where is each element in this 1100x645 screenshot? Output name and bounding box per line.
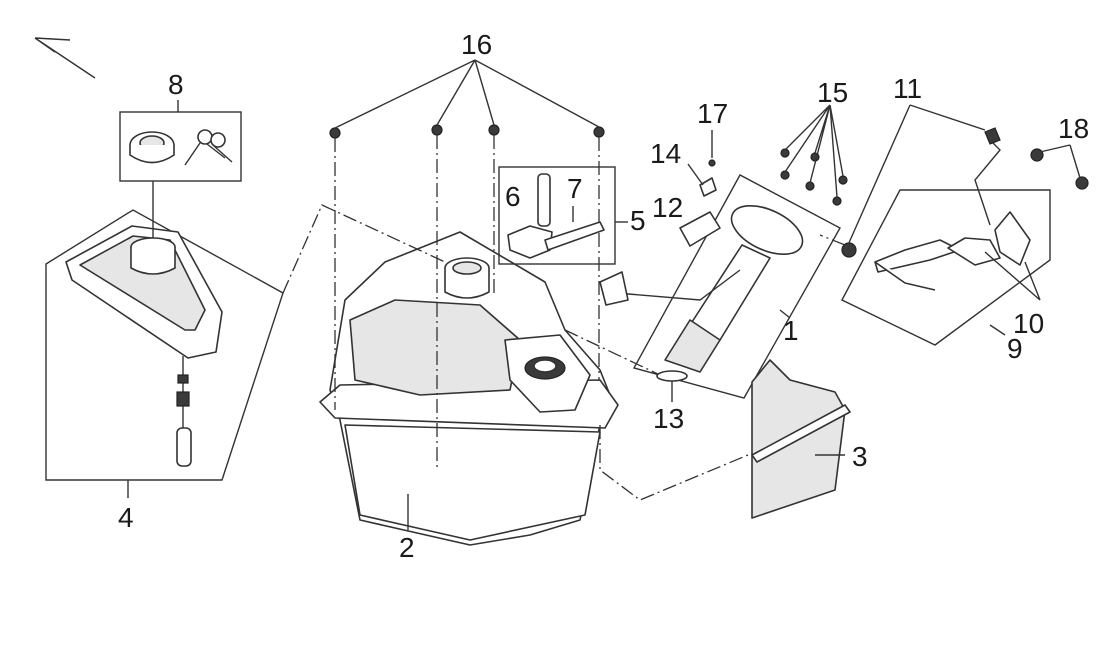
hose-section-b [994,211,1031,266]
callout-14: 14 [650,138,681,169]
tank-lower [344,424,601,541]
part-3-heat-shield [751,359,851,519]
callout-18: 18 [1058,113,1089,144]
part-5-box [498,166,616,265]
pump-mount-inner [533,359,557,373]
callout-13: 13 [653,403,684,434]
bolt-2 [431,124,443,136]
direction-arrow-icon [34,37,96,79]
part-13-gasket [656,370,688,382]
part-18-clamp-a [1030,148,1044,162]
tank-filler-opening [452,261,482,275]
pump-flange [730,204,804,256]
part-11-clip [984,127,1001,145]
screw-15f [832,196,842,206]
tank-filler-side [444,268,490,299]
reservoir-hose [176,427,192,467]
part-8-cap-and-keys [119,100,242,182]
part-16-bolts [329,59,605,470]
screw-15e [805,181,815,191]
part-9-outline [841,189,1051,346]
callout-labels: 16 8 4 2 6 7 5 14 12 17 15 11 18 1 10 9 … [118,29,1089,563]
callout-9: 9 [1007,333,1023,364]
part-2-fuel-tank [319,231,619,546]
part-9-hose-assembly [841,104,1089,346]
screw-15a [780,148,790,158]
pump-filter [664,319,721,373]
callout-15: 15 [817,77,848,108]
hose-section-a [874,239,961,273]
hose-clamp-a [947,237,1001,266]
part-15-screws [780,104,848,206]
callout-2: 2 [399,532,415,563]
bolt-3 [488,124,500,136]
part-4-reservoir-assembly [45,181,284,498]
callout-8: 8 [168,69,184,100]
o-ring [841,242,857,258]
callout-3: 3 [852,441,868,472]
part-14-clip [699,177,717,197]
reservoir-fitting [176,391,190,407]
breather-pipe [537,173,551,227]
part-18-clamp-b [1075,176,1089,190]
callout-5: 5 [630,205,646,236]
callout-17: 17 [697,98,728,129]
bolt-4 [593,126,605,138]
screw-15d [838,175,848,185]
pump-body [689,244,771,341]
callout-7: 7 [567,173,583,204]
part-1-fuel-pump [599,130,857,402]
callout-10: 10 [1013,308,1044,339]
callout-12: 12 [652,192,683,223]
fuel-gauge-float [599,271,629,306]
callout-16: 16 [461,29,492,60]
reservoir-neck-side [130,247,176,275]
keys-icon [184,129,233,166]
part-1-outline [632,174,841,399]
callout-11: 11 [893,73,922,104]
callout-6: 6 [505,181,521,212]
callout-1: 1 [783,315,799,346]
part-7-bracket [544,221,605,251]
shield-rail [751,404,851,463]
part-17-screw [708,159,716,167]
part-4-outline [45,209,284,481]
callout-4: 4 [118,502,134,533]
part-5-breather-assembly [498,166,628,265]
bolt-1 [329,127,341,139]
fuel-cap-side [129,145,175,164]
part-8-box [119,111,242,182]
reservoir-clamp [177,374,189,384]
part-12-connector [679,211,721,247]
screw-15c [780,170,790,180]
hose-end [874,261,936,291]
